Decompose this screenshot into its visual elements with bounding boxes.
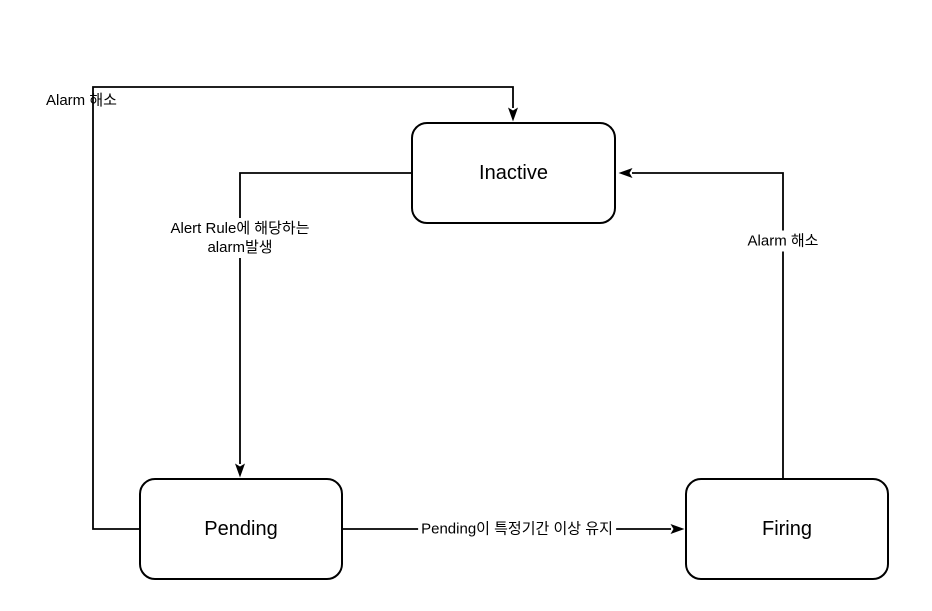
state-node-firing: Firing (685, 478, 889, 580)
edge-inactive-to-pending (235, 172, 411, 478)
edge-label-pending-to-firing: Pending이 특정기간 이상 유지 (418, 518, 616, 540)
edge-label-firing-to-inactive: Alarm 해소 (744, 230, 822, 252)
edge-label-pending-to-inactive: Alarm 해소 (46, 92, 117, 109)
state-label-inactive: Inactive (479, 161, 548, 184)
edge-label-inactive-to-pending: Alert Rule에 해당하는 alarm발생 (167, 218, 313, 258)
state-node-inactive: Inactive (411, 122, 616, 224)
state-label-firing: Firing (761, 517, 812, 540)
edge-pending-to-inactive (92, 86, 518, 530)
state-node-pending: Pending (139, 478, 343, 580)
state-label-pending: Pending (204, 517, 278, 540)
edge-firing-to-inactive (618, 168, 784, 478)
